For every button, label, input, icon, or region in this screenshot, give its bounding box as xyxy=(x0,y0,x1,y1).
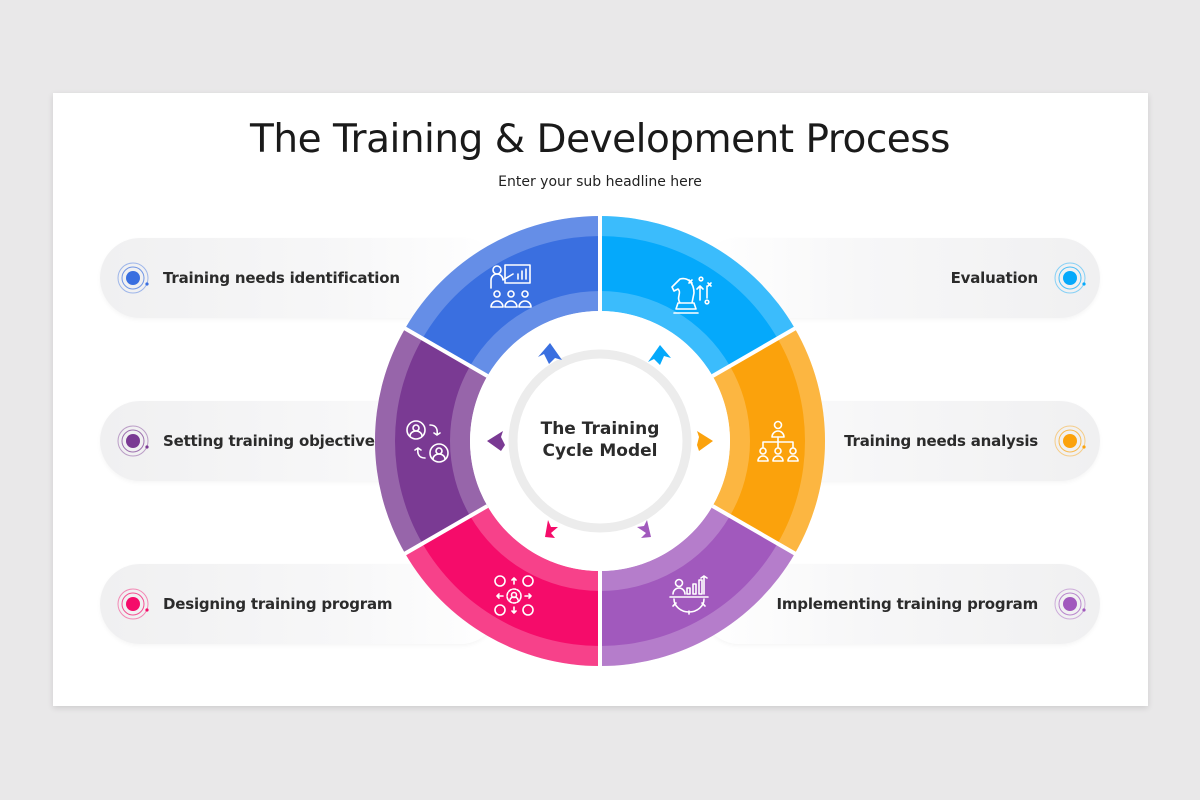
step-label: Designing training program xyxy=(163,595,393,613)
chess-knight-strategy-icon xyxy=(671,276,712,314)
arrow-icon xyxy=(648,345,671,365)
gear-growth-chart-icon xyxy=(669,575,709,615)
segment-training-needs-identification xyxy=(405,216,600,376)
slide-subtitle: Enter your sub headline here xyxy=(498,174,702,190)
target-bullet-icon xyxy=(1054,262,1086,294)
team-network-gear-icon xyxy=(494,575,534,616)
target-bullet-icon xyxy=(117,588,149,620)
target-bullet-icon xyxy=(1054,425,1086,457)
center-title: The Training Cycle Model xyxy=(520,418,680,462)
arrow-icon xyxy=(545,520,558,538)
segment-evaluation xyxy=(600,216,795,376)
step-label: Training needs identification xyxy=(163,269,400,287)
slide-title: The Training & Development Process xyxy=(250,117,950,162)
arrow-icon xyxy=(637,520,651,538)
target-bullet-icon xyxy=(1054,588,1086,620)
arrow-icon xyxy=(487,431,505,451)
step-label: Setting training objectives xyxy=(163,432,384,450)
segment-dividers xyxy=(402,214,798,668)
arrow-icon xyxy=(538,343,562,364)
step-label: Evaluation xyxy=(950,269,1039,287)
presentation-teacher-icon xyxy=(490,264,532,308)
step-label: Implementing training program xyxy=(776,595,1038,613)
arrow-icon xyxy=(697,431,713,451)
center-title-line2: Cycle Model xyxy=(542,441,658,461)
step-label: Training needs analysis xyxy=(844,432,1038,450)
target-bullet-icon xyxy=(117,262,149,294)
segment-setting-training-objectives xyxy=(374,328,488,554)
segment-training-needs-analysis xyxy=(712,328,826,554)
cycle-arrows xyxy=(487,343,713,538)
user-exchange-icon xyxy=(406,420,449,463)
center-ring xyxy=(508,349,692,533)
segment-implementing-training-program xyxy=(600,506,795,666)
org-chart-hierarchy-icon xyxy=(757,420,799,462)
center-title-line1: The Training xyxy=(540,419,660,439)
target-bullet-icon xyxy=(117,425,149,457)
step-pill-training-needs-identification: Training needs identification xyxy=(100,238,500,318)
